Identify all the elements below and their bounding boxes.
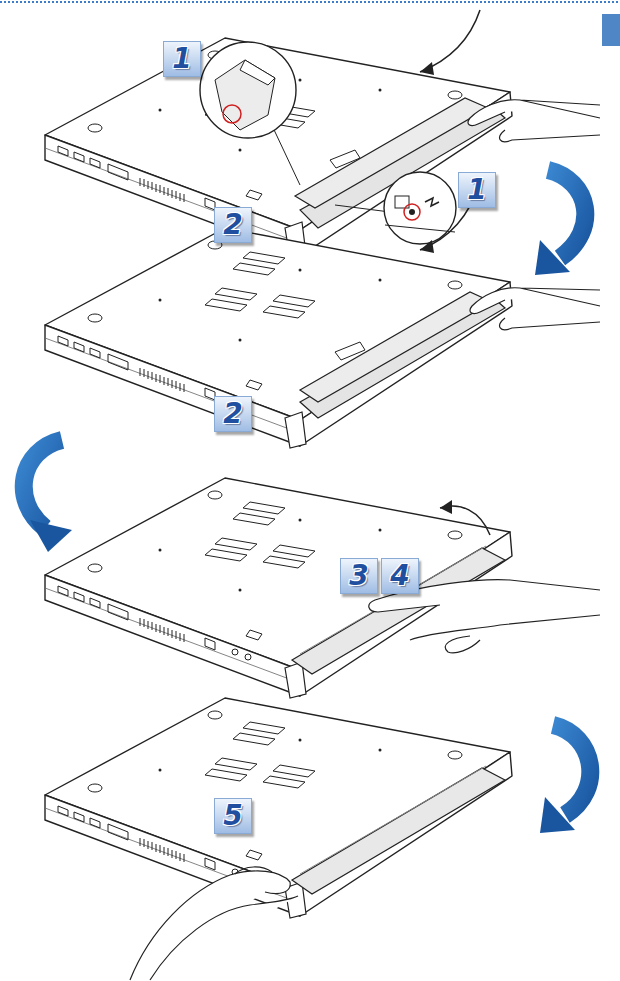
- callout-number: 2: [223, 211, 242, 239]
- callout-number: 1: [172, 45, 191, 73]
- callout-box: 3: [340, 558, 378, 594]
- callout-box: 5: [214, 798, 252, 834]
- callout-box: 1: [458, 172, 496, 208]
- callout-box: 4: [381, 558, 419, 594]
- callout-number: 5: [223, 802, 242, 830]
- callout-box: 1: [163, 41, 201, 77]
- callout-number: 3: [349, 562, 368, 590]
- callout-number: 1: [467, 176, 486, 204]
- callout-number: 4: [390, 562, 409, 590]
- callout-box: 2: [214, 396, 252, 432]
- callout-number: 2: [223, 400, 242, 428]
- callout-box: 2: [214, 207, 252, 243]
